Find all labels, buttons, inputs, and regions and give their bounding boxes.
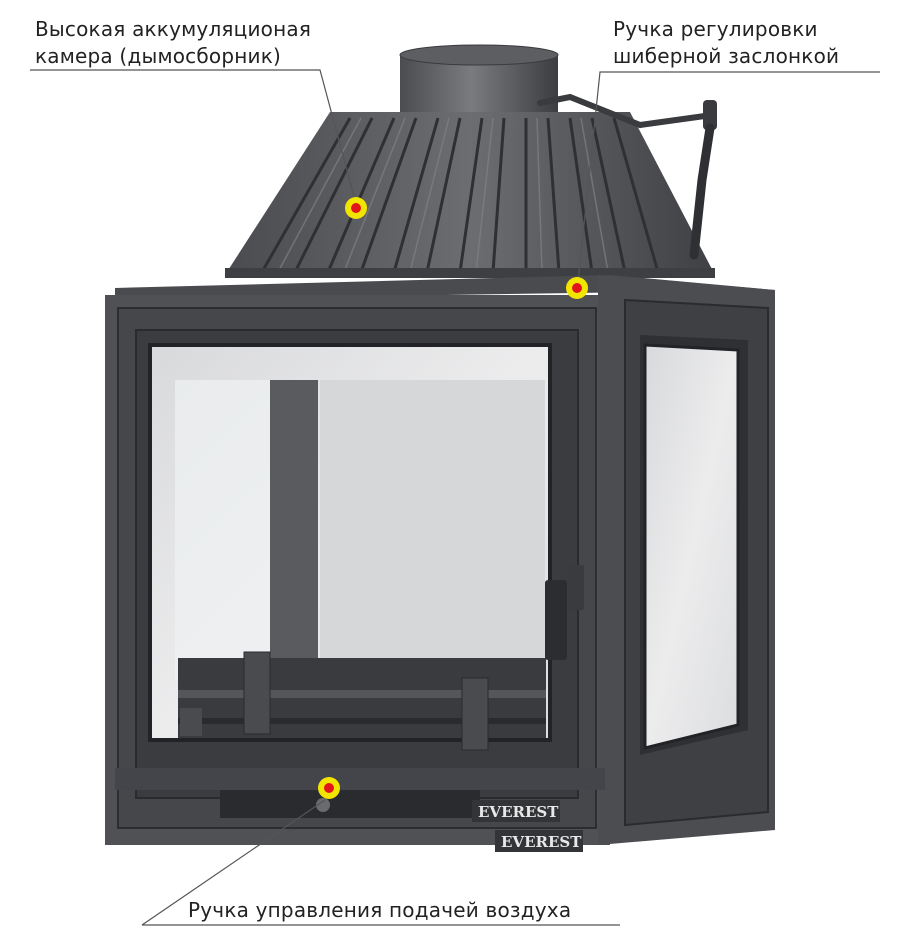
marker-air — [318, 777, 340, 799]
callout-chamber-line1: Высокая аккумуляционая — [35, 17, 312, 41]
smoke-chamber-hood — [225, 112, 715, 278]
door-handle — [545, 565, 584, 660]
bottom-bar — [115, 768, 605, 818]
brand-logo-1: EVEREST — [472, 800, 560, 822]
callout-chamber: Высокая аккумуляционая камера (дымосборн… — [35, 16, 311, 70]
leader-line-damper — [577, 71, 880, 283]
callout-damper-line1: Ручка регулировки — [613, 17, 818, 41]
marker-damper — [566, 277, 588, 299]
leader-line-air — [141, 799, 620, 926]
callout-damper: Ручка регулировки шиберной заслонкой — [613, 16, 839, 70]
flue-pipe — [399, 44, 559, 117]
marker-chamber — [345, 197, 367, 219]
brand-text-1: EVEREST — [478, 803, 559, 821]
callout-air: Ручка управления подачей воздуха — [188, 898, 572, 922]
callout-chamber-line2: камера (дымосборник) — [35, 44, 282, 68]
callout-damper-line2: шиберной заслонкой — [613, 44, 840, 68]
grate — [178, 651, 546, 751]
brand-logo-2: EVEREST — [495, 830, 583, 852]
damper-handle — [537, 93, 717, 260]
brand-text-2: EVEREST — [501, 833, 582, 851]
side-glass — [643, 343, 740, 750]
leader-line-chamber — [30, 69, 356, 201]
